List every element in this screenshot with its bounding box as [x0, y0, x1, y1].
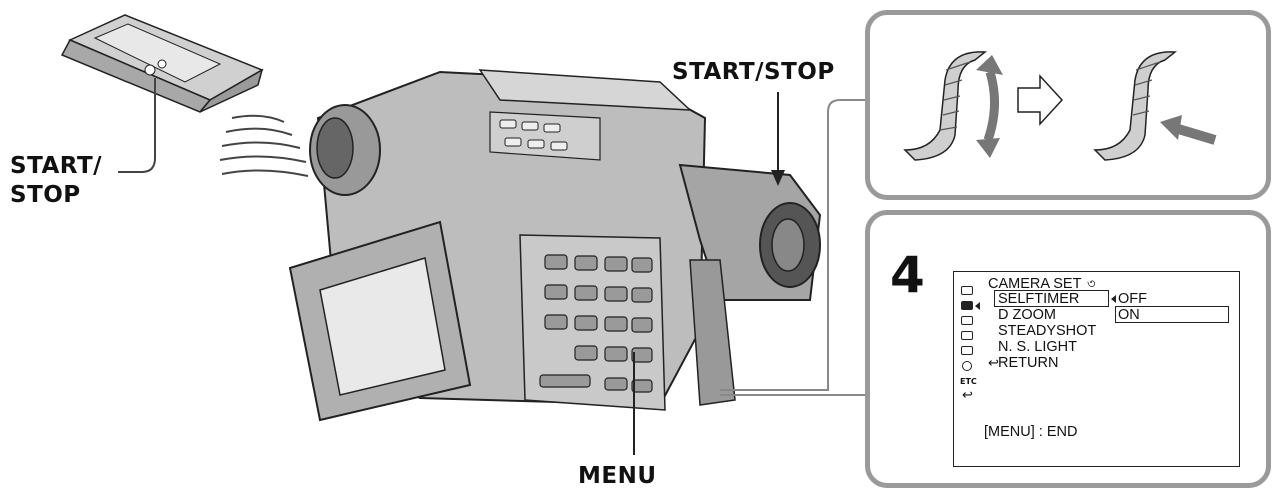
- menu-item-d-zoom[interactable]: D ZOOM: [998, 307, 1056, 323]
- camera-start-stop-label: START/STOP: [672, 59, 835, 85]
- memory-set-1-icon: [961, 331, 973, 340]
- option-cursor-icon: [1111, 295, 1116, 303]
- selected-item-box: [994, 290, 1109, 307]
- dial-turn-icon: [903, 51, 1003, 161]
- menu-item-return[interactable]: RETURN: [998, 355, 1059, 371]
- dial-instruction-panel: [865, 10, 1271, 200]
- camera-set-icon: [961, 301, 973, 310]
- menu-screen: ETC ↩ CAMERA SET ৩ SELFTIMER D ZOOM STEA…: [953, 271, 1240, 467]
- lcd-set-icon: [961, 316, 973, 325]
- return-icon: ↩: [988, 355, 999, 370]
- memory-set-2-icon: [961, 346, 973, 355]
- menu-item-ns-light[interactable]: N. S. LIGHT: [998, 339, 1077, 355]
- cursor-icon: [975, 302, 980, 310]
- etc-icon: ETC: [960, 377, 977, 386]
- remote-control-icon: [60, 14, 264, 113]
- menu-footer: [MENU] : END: [984, 424, 1078, 440]
- dial-press-icon: [1093, 51, 1217, 161]
- return-arrow-icon: ↩: [962, 387, 973, 402]
- remote-leader-line: [118, 78, 156, 173]
- step-number: 4: [890, 246, 925, 304]
- menu-header: CAMERA SET: [988, 276, 1082, 292]
- camera-tape-icon: [961, 286, 973, 295]
- menu-item-selftimer[interactable]: SELFTIMER: [998, 291, 1080, 307]
- menu-label: MENU: [578, 463, 657, 489]
- option-off[interactable]: OFF: [1118, 291, 1147, 307]
- option-on-box: [1115, 306, 1229, 323]
- tape-set-icon: [962, 361, 972, 371]
- timer-icon: ৩: [1087, 276, 1096, 291]
- infrared-waves: [219, 114, 309, 177]
- menu-item-steadyshot[interactable]: STEADYSHOT: [998, 323, 1097, 339]
- remote-start-stop-label: START/ STOP: [10, 153, 103, 208]
- right-arrow-icon: [1017, 74, 1064, 126]
- panel-connector-line: [720, 99, 866, 391]
- option-on[interactable]: ON: [1118, 307, 1140, 323]
- camcorder-icon: [288, 69, 822, 422]
